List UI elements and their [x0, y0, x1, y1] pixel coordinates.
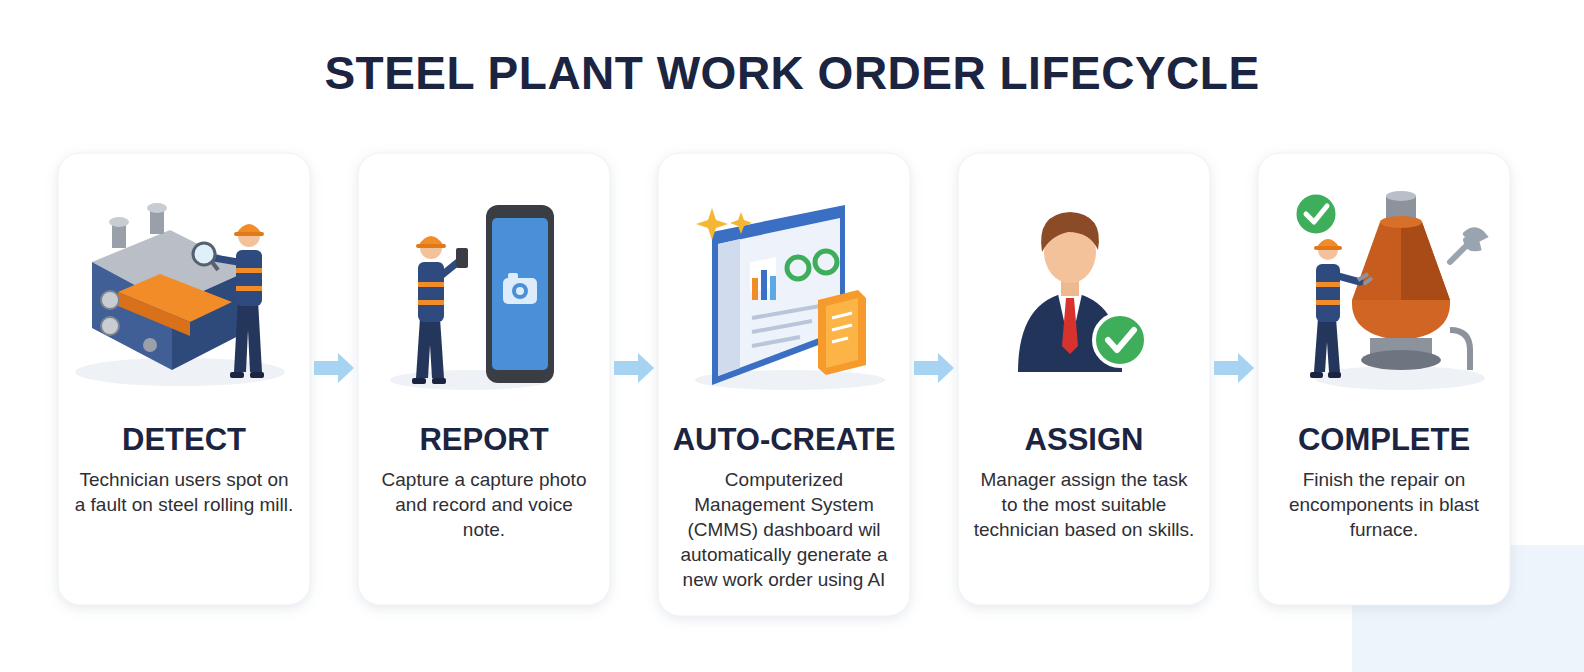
- flow-arrow: [1214, 353, 1254, 383]
- step-heading: AUTO-CREATE: [670, 421, 898, 459]
- step-card: AUTO-CREATE Computerized Management Syste…: [658, 153, 910, 616]
- flow-arrow: [614, 353, 654, 383]
- step-description: Manager assign the task to the most suit…: [973, 467, 1195, 542]
- card-shape: [658, 153, 910, 616]
- arrow-head: [938, 353, 954, 383]
- arrow-head: [1238, 353, 1254, 383]
- arrow-shaft: [1214, 361, 1238, 375]
- rolling-mill-illustration: [75, 203, 285, 386]
- flow-arrow: [914, 353, 954, 383]
- step-card: COMPLETE Finish the repair on encomponent…: [1258, 153, 1510, 605]
- card-group: [58, 153, 1510, 616]
- card-shape: [1258, 153, 1510, 605]
- diagram-title: STEEL PLANT WORK ORDER LIFECYCLE: [0, 46, 1584, 100]
- step-heading: COMPLETE: [1270, 421, 1498, 459]
- step-heading: DETECT: [70, 421, 298, 459]
- arrow-head: [338, 353, 354, 383]
- step-description: Capture a capture photo and record and v…: [373, 467, 595, 542]
- phone-report-illustration: [390, 205, 554, 390]
- step-card: DETECT Technician users spot on a fault o…: [58, 153, 310, 605]
- step-description: Technician users spot on a fault on stee…: [73, 467, 295, 517]
- arrow-shaft: [914, 361, 938, 375]
- flow-arrow: [314, 353, 354, 383]
- furnace-illustration: [1295, 191, 1485, 390]
- arrow-head: [638, 353, 654, 383]
- step-card: ASSIGN Manager assign the task to the mos…: [958, 153, 1210, 605]
- step-description: Computerized Management System (CMMS) da…: [673, 467, 895, 592]
- card-shape: [958, 153, 1210, 605]
- dashboard-illustration: [695, 205, 885, 390]
- card-shape: [358, 153, 610, 605]
- step-description: Finish the repair on encomponents in bla…: [1273, 467, 1495, 542]
- step-heading: ASSIGN: [970, 421, 1198, 459]
- step-heading: REPORT: [370, 421, 598, 459]
- step-card: REPORT Capture a capture photo and record…: [358, 153, 610, 605]
- arrow-shaft: [314, 361, 338, 375]
- arrow-shaft: [614, 361, 638, 375]
- manager-illustration: [1018, 212, 1146, 372]
- card-shape: [58, 153, 310, 605]
